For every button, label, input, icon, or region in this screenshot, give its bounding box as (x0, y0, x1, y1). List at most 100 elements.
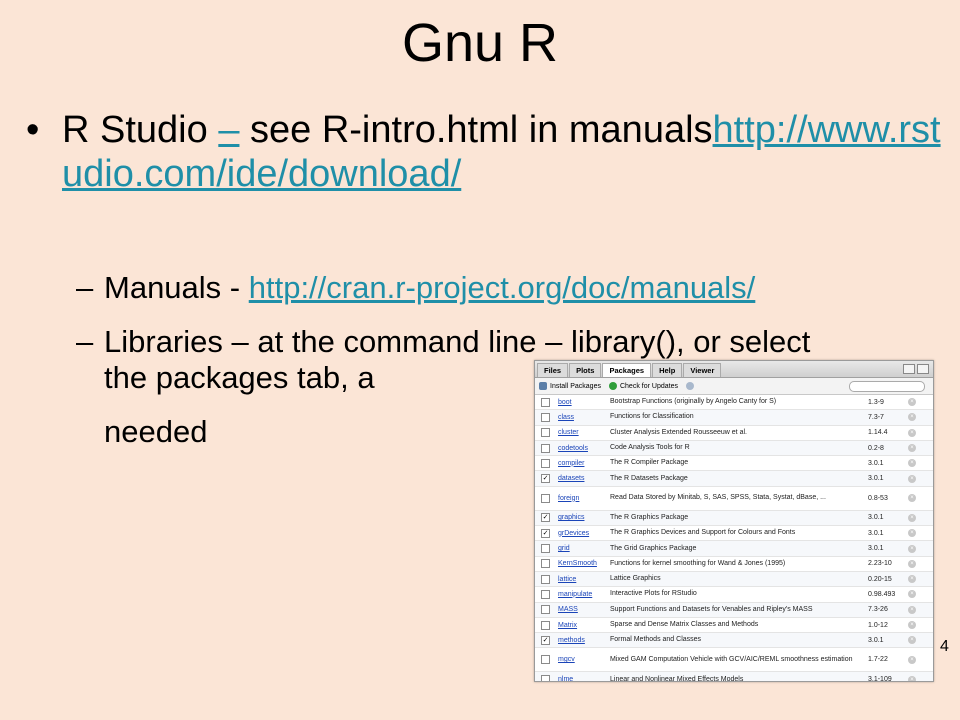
package-version: 3.0.1 (868, 545, 884, 553)
package-name-link[interactable]: manipulate (558, 590, 593, 598)
package-checkbox[interactable] (541, 397, 550, 407)
package-name-link[interactable]: KernSmooth (558, 560, 597, 568)
remove-package-icon[interactable]: × (908, 559, 916, 568)
package-name-link[interactable]: mgcv (558, 656, 575, 664)
package-name-link[interactable]: boot (558, 398, 572, 406)
tab-files[interactable]: Files (537, 363, 569, 377)
package-row: KernSmooth Functions for kernel smoothing… (535, 557, 933, 572)
package-checkbox[interactable] (541, 544, 550, 554)
maximize-icon[interactable] (917, 364, 929, 374)
remove-package-icon[interactable]: × (908, 413, 916, 422)
package-name-link[interactable]: MASS (558, 606, 578, 614)
package-name-link[interactable]: cluster (558, 429, 579, 437)
minimize-icon[interactable] (903, 364, 915, 374)
sub-marker-manuals: – (76, 270, 94, 305)
refresh-button[interactable] (685, 382, 694, 390)
package-checkbox[interactable] (541, 559, 550, 569)
package-checkbox[interactable]: ✓ (541, 513, 550, 523)
package-name-link[interactable]: lattice (558, 575, 577, 583)
rstudio-packages-panel: Files Plots Packages Help Viewer Install… (534, 360, 934, 682)
bullet-marker: • (26, 109, 40, 151)
bullet-rstudio-prefix: R Studio (62, 109, 219, 151)
package-checkbox[interactable]: ✓ (541, 635, 550, 645)
package-name-link[interactable]: nlme (558, 676, 574, 682)
package-name-link[interactable]: codetools (558, 444, 588, 452)
package-checkbox[interactable] (541, 620, 550, 630)
package-name-link[interactable]: compiler (558, 459, 585, 467)
package-description: Functions for kernel smoothing for Wand … (610, 559, 786, 567)
package-checkbox[interactable] (541, 443, 550, 453)
dash-link[interactable]: – (218, 109, 240, 151)
tab-plots[interactable]: Plots (569, 363, 602, 377)
tab-packages[interactable]: Packages (602, 363, 652, 377)
package-description: The R Graphics Package (610, 513, 689, 521)
install-packages-button[interactable]: Install Packages (539, 382, 601, 390)
package-checkbox[interactable]: ✓ (541, 474, 550, 484)
tab-viewer[interactable]: Viewer (683, 363, 722, 377)
package-search-input[interactable] (849, 381, 925, 392)
package-description: Linear and Nonlinear Mixed Effects Model… (610, 675, 744, 682)
package-checkbox[interactable] (541, 655, 550, 665)
package-checkbox[interactable] (541, 458, 550, 468)
package-checkbox[interactable] (541, 493, 550, 503)
package-version: 1.14.4 (868, 429, 888, 437)
package-checkbox[interactable] (541, 675, 550, 681)
sub-bullet-manuals: Manuals - http://cran.r-project.org/doc/… (104, 270, 934, 306)
package-name-link[interactable]: class (558, 413, 574, 421)
remove-package-icon[interactable]: × (908, 655, 916, 664)
remove-package-icon[interactable]: × (908, 513, 916, 522)
package-description: Mixed GAM Computation Vehicle with GCV/A… (610, 655, 853, 663)
package-version: 0.98.493 (868, 590, 896, 598)
remove-package-icon[interactable]: × (908, 590, 916, 599)
package-checkbox[interactable] (541, 412, 550, 422)
remove-package-icon[interactable]: × (908, 398, 916, 407)
rstudio-download-link[interactable]: http://www.rstudio.com/ide/download/ (62, 109, 941, 195)
package-name-link[interactable]: grid (558, 545, 570, 553)
install-icon (539, 382, 547, 390)
package-name-link[interactable]: datasets (558, 475, 585, 483)
remove-package-icon[interactable]: × (908, 636, 916, 645)
remove-package-icon[interactable]: × (908, 444, 916, 453)
packages-toolbar: Install Packages Check for Updates (535, 378, 933, 395)
remove-package-icon[interactable]: × (908, 621, 916, 629)
remove-package-icon[interactable]: × (908, 428, 916, 437)
package-name-link[interactable]: methods (558, 636, 585, 644)
package-row: MASS Support Functions and Datasets for V… (535, 602, 933, 618)
check-updates-button[interactable]: Check for Updates (608, 382, 678, 390)
package-name-link[interactable]: graphics (558, 514, 585, 522)
cran-manuals-link[interactable]: http://cran.r-project.org/doc/manuals/ (248, 270, 756, 305)
package-version: 1.3-9 (868, 398, 884, 406)
package-checkbox[interactable] (541, 574, 550, 584)
remove-package-icon[interactable]: × (908, 474, 916, 483)
remove-package-icon[interactable]: × (908, 459, 916, 468)
package-row: mgcv Mixed GAM Computation Vehicle with G… (535, 648, 933, 673)
remove-package-icon[interactable]: × (908, 494, 916, 503)
remove-package-icon[interactable]: × (908, 575, 916, 584)
package-checkbox[interactable] (541, 589, 550, 599)
package-name-link[interactable]: Matrix (558, 621, 578, 629)
package-description: The R Datasets Package (610, 474, 688, 482)
package-name-link[interactable]: grDevices (558, 529, 590, 537)
package-description: Cluster Analysis Extended Rousseeuw et a… (610, 428, 747, 436)
remove-package-icon[interactable]: × (908, 675, 916, 681)
remove-package-icon[interactable]: × (908, 605, 916, 614)
package-checkbox[interactable] (541, 605, 550, 615)
remove-package-icon[interactable]: × (908, 544, 916, 553)
manuals-prefix: Manuals - (104, 270, 249, 305)
package-checkbox[interactable] (541, 428, 550, 438)
window-controls (903, 364, 929, 374)
package-description: Support Functions and Datasets for Venab… (610, 605, 813, 613)
package-name-link[interactable]: foreign (558, 494, 580, 502)
tab-help[interactable]: Help (652, 363, 683, 377)
check-updates-label: Check for Updates (619, 382, 678, 390)
package-version: 3.0.1 (868, 475, 884, 483)
remove-package-icon[interactable]: × (908, 529, 916, 538)
package-checkbox[interactable]: ✓ (541, 528, 550, 538)
